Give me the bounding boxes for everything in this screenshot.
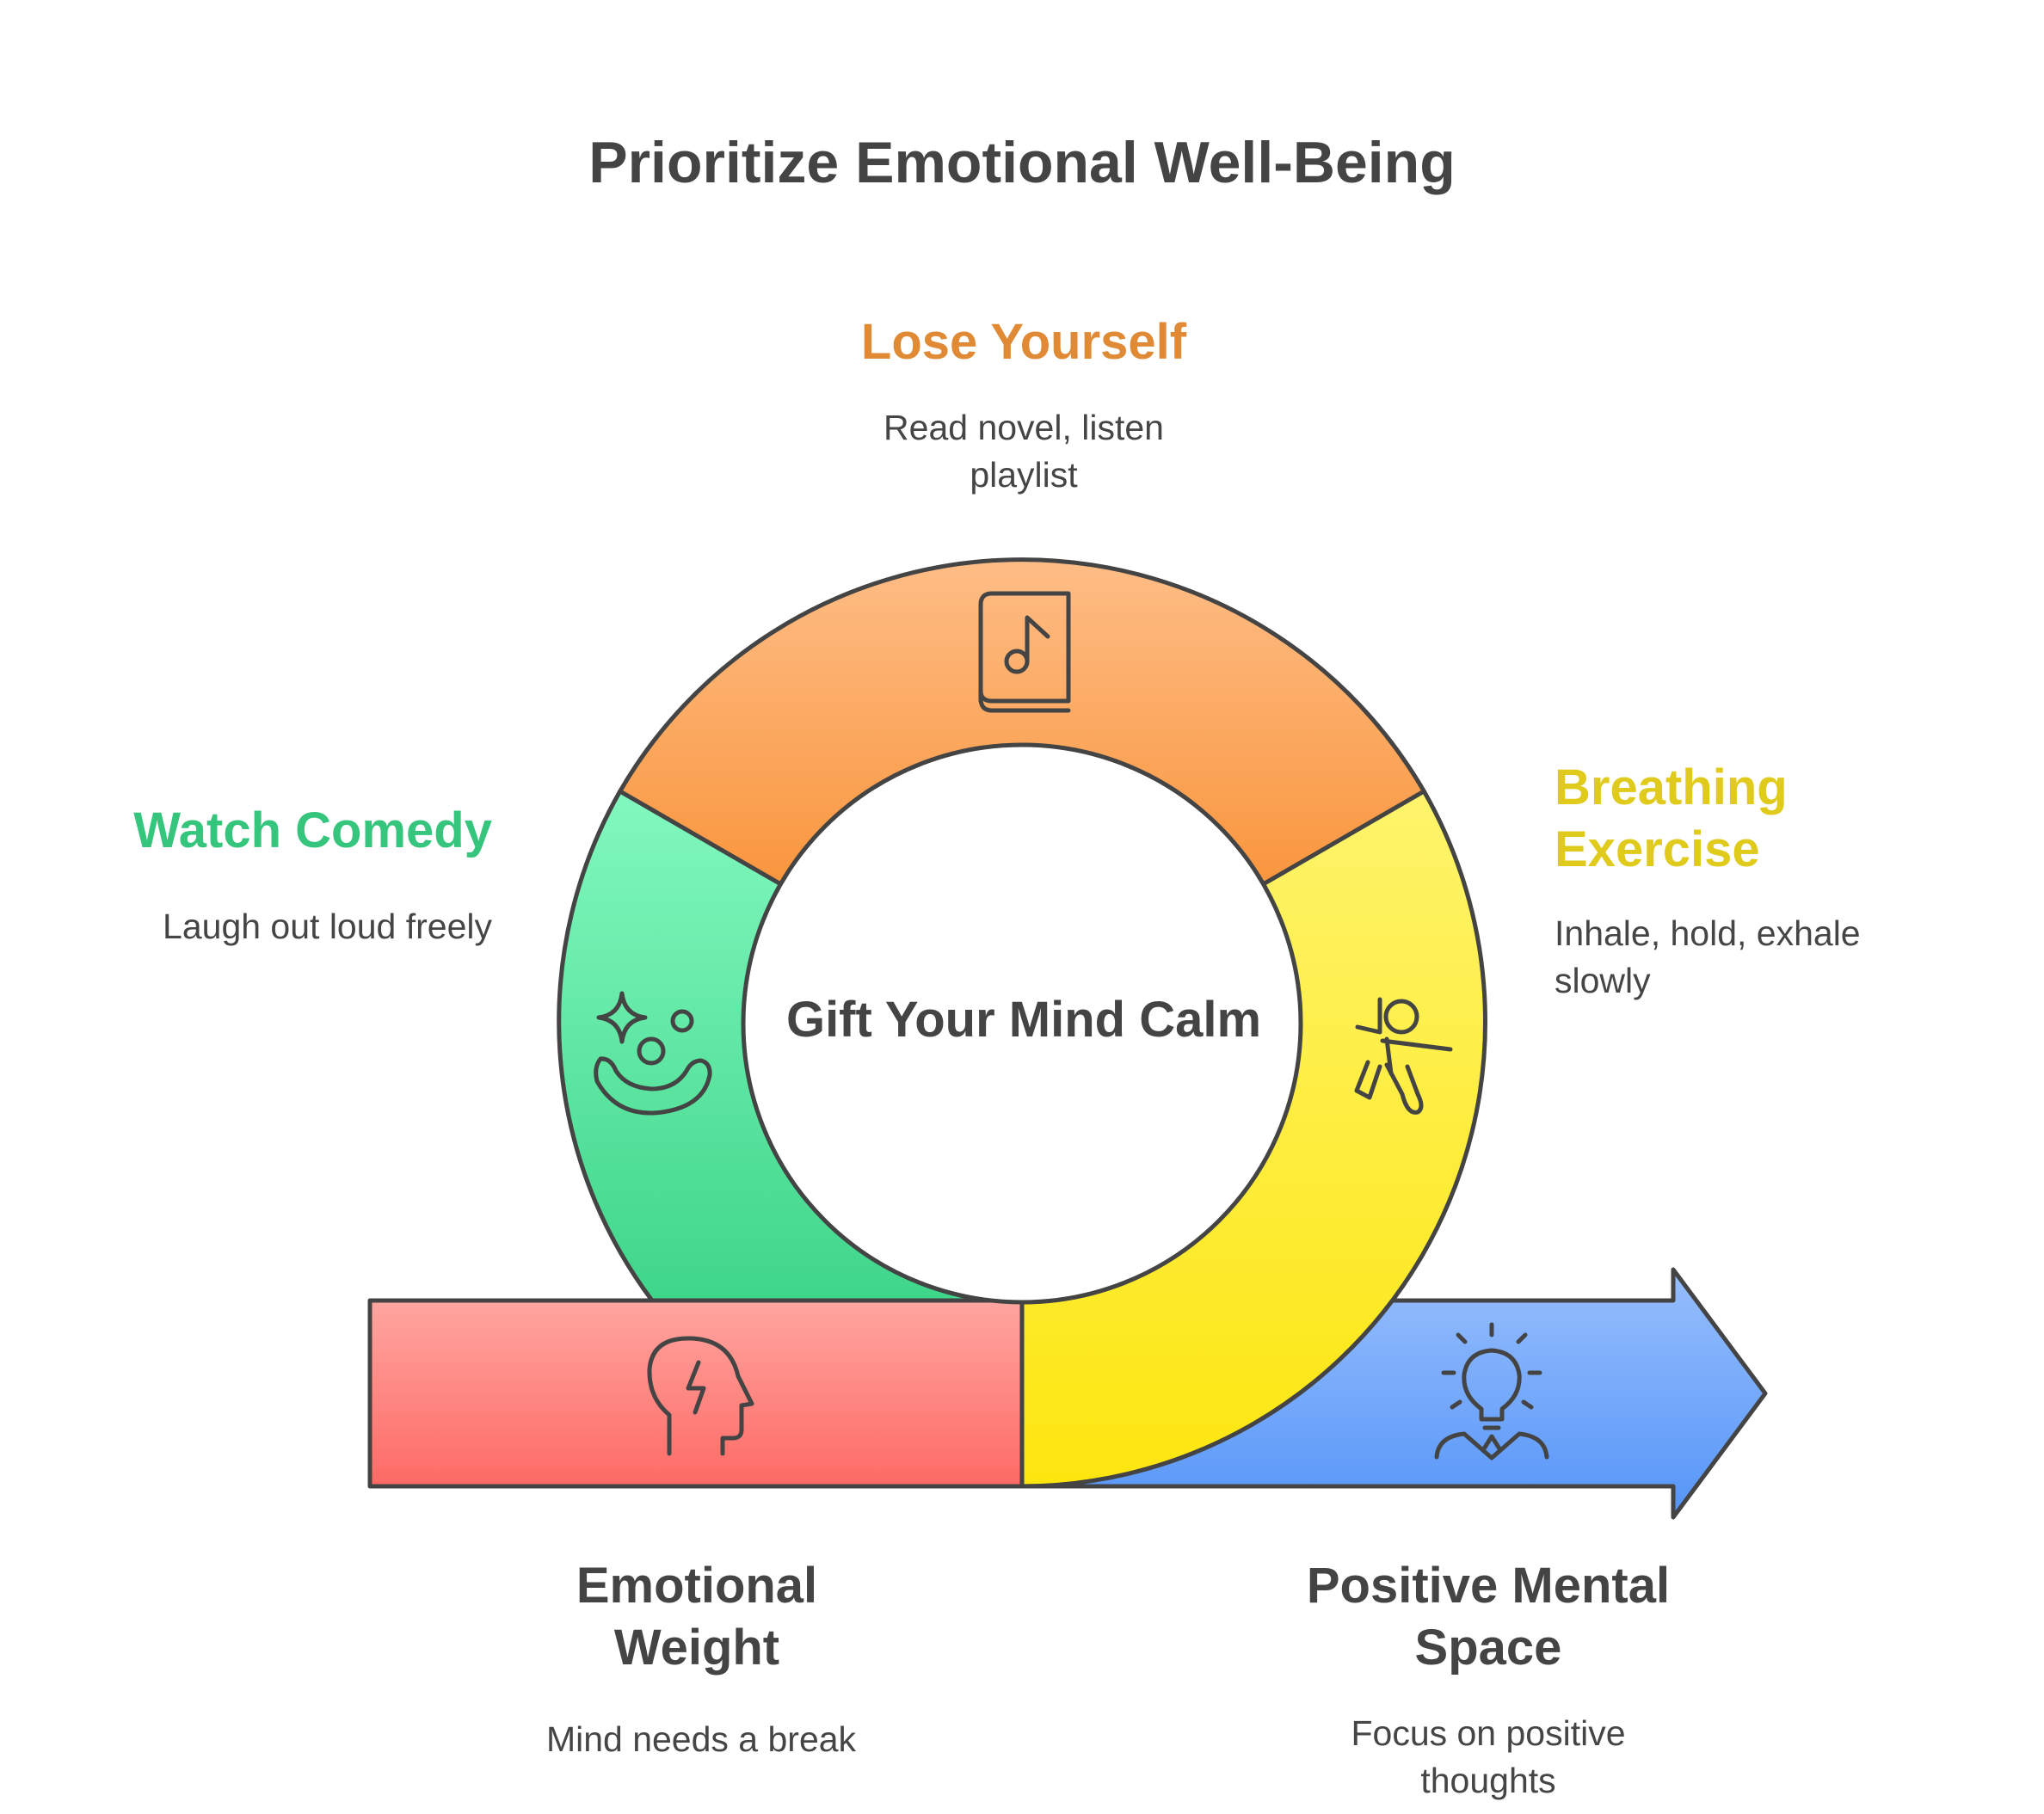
ring-center xyxy=(741,742,1303,1305)
breathing-exercise-heading: Breathing Exercise xyxy=(1555,759,1788,877)
music-book-icon xyxy=(978,591,1071,713)
emotional-weight-heading: Emotional Weight xyxy=(576,1558,818,1676)
positive-space-description: Focus on positive thoughts xyxy=(1351,1713,1626,1800)
watch-comedy-description: Laugh out loud freely xyxy=(163,907,492,946)
emotional-weight-box xyxy=(367,1298,1025,1489)
lose-yourself-description: Read novel, listen playlist xyxy=(883,408,1164,495)
emotional-weight-description: Mind needs a break xyxy=(545,1719,857,1759)
lose-yourself-heading: Lose Yourself xyxy=(860,314,1187,370)
breathing-exercise-description: Inhale, hold, exhale slowly xyxy=(1555,913,1861,1000)
watch-comedy-heading: Watch Comedy xyxy=(133,802,492,858)
clown-icon xyxy=(594,991,712,1116)
center-label: Gift Your Mind Calm xyxy=(785,992,1262,1048)
positive-space-heading: Positive Mental Space xyxy=(1306,1558,1671,1676)
idea-person-icon xyxy=(1434,1322,1549,1460)
stressed-head-icon xyxy=(647,1336,754,1456)
page-title: Prioritize Emotional Well-Being xyxy=(588,130,1456,195)
stretching-person-icon xyxy=(1354,997,1453,1115)
